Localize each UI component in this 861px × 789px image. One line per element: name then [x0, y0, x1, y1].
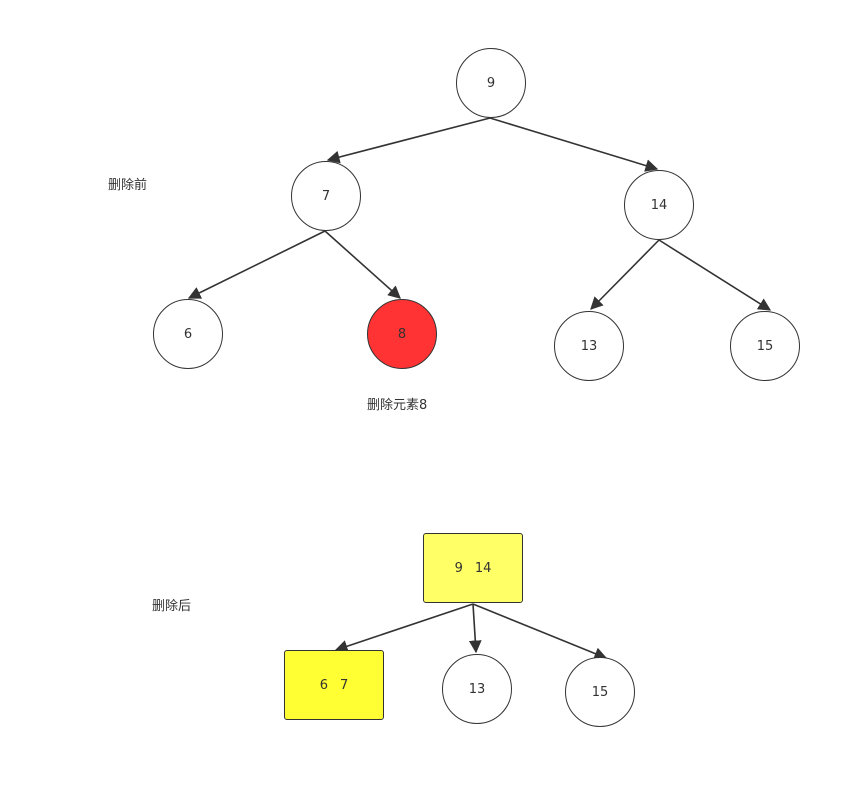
node-13: 13 — [554, 311, 624, 381]
node-15-after: 15 — [565, 657, 635, 727]
node-6: 6 — [153, 299, 223, 369]
node-key: 14 — [474, 560, 492, 576]
edge-7-to-6 — [187, 230, 326, 299]
node-root-9: 9 — [456, 48, 526, 118]
edge-9-14-to-13 — [468, 603, 482, 654]
node-8-deleted: 8 — [367, 299, 437, 369]
node-key: 9 — [454, 560, 463, 576]
edge-9-14-to-15 — [472, 603, 608, 660]
node-label: 6 — [183, 326, 193, 342]
edge-14-to-13 — [590, 239, 660, 310]
edge-9-14-to-6-7 — [334, 603, 474, 653]
node-13-after: 13 — [442, 654, 512, 724]
edge-14-to-15 — [658, 239, 772, 311]
caption-before-delete: 删除前 — [108, 178, 148, 193]
node-label: 13 — [468, 681, 486, 697]
caption-after-delete: 删除后 — [152, 599, 192, 614]
node-7: 7 — [291, 161, 361, 231]
node-label: 15 — [756, 338, 774, 354]
node-key: 6 — [319, 677, 328, 693]
edge-9-to-14 — [489, 117, 659, 172]
node-label: 13 — [580, 338, 598, 354]
node-label: 9 — [486, 75, 496, 91]
edge-7-to-8 — [324, 230, 401, 299]
node-label: 14 — [650, 197, 668, 213]
node-label: 15 — [591, 684, 609, 700]
node-root-9-14: 9 14 — [423, 533, 523, 603]
node-key: 7 — [340, 677, 349, 693]
caption-delete-element: 删除元素8 — [367, 398, 428, 413]
node-14: 14 — [624, 170, 694, 240]
node-label: 7 — [321, 188, 331, 204]
edge-9-to-7 — [326, 117, 491, 164]
node-6-7: 6 7 — [284, 650, 384, 720]
node-label: 8 — [397, 326, 407, 342]
node-15: 15 — [730, 311, 800, 381]
